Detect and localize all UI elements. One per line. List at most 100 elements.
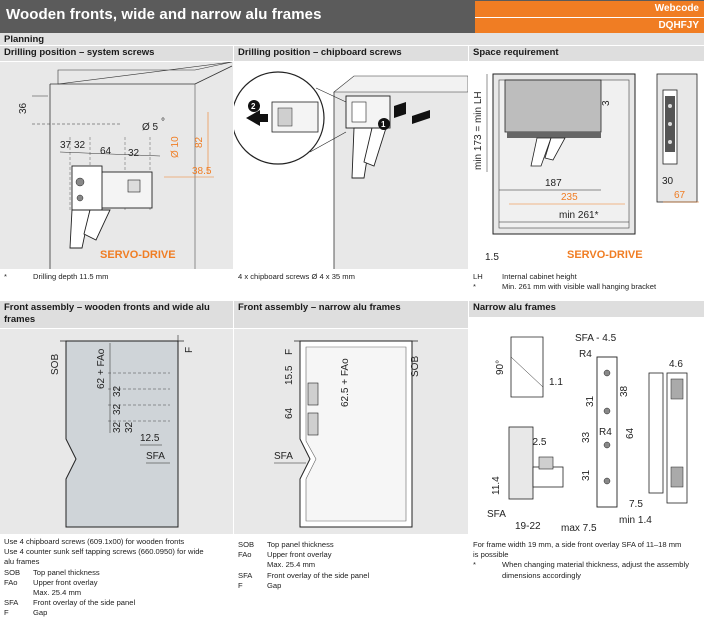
dim-f: F: [184, 347, 195, 353]
panel6-notes: For frame width 19 mm, a side front over…: [473, 540, 703, 581]
dim-deg: °: [161, 117, 165, 128]
dim-19-22: 19-22: [515, 521, 541, 532]
note-text: Front overlay of the side panel: [267, 570, 370, 580]
panel2-notes: 4 x chipboard screws Ø 4 x 35 mm: [238, 272, 466, 282]
panel2-diagram: 2 1: [231, 62, 469, 269]
dim-sfa: SFA: [487, 509, 506, 520]
note-text: Upper front overlay: [267, 550, 332, 560]
detail-magnifier: 2: [231, 71, 325, 165]
note-text: dimensions accordingly: [502, 570, 581, 580]
dim-31b: 31: [581, 469, 592, 481]
webcode-label: Webcode: [475, 1, 704, 17]
dim-31a: 31: [585, 395, 596, 407]
dim-max-7-5: max 7.5: [561, 523, 597, 534]
servo-drive-label: SERVO-DRIVE: [567, 249, 643, 261]
note-key: [238, 560, 267, 570]
note-text: Use 4 counter sunk self tapping screws (…: [4, 547, 204, 557]
dim-37: 37: [60, 140, 72, 151]
note-text: alu frames: [4, 557, 40, 567]
note-text: 4 x chipboard screws Ø 4 x 35 mm: [238, 272, 355, 281]
note-key: F: [238, 580, 243, 590]
note-text: For frame width 19 mm, a side front over…: [473, 540, 682, 549]
section-planning: Planning: [0, 33, 704, 46]
front-assembly-wooden-drawing: SOB F 62 + FAo 32 32 32 32 12.5 SFA: [50, 335, 195, 528]
dim-15-5: 15.5: [284, 365, 295, 385]
dim-sob: SOB: [410, 356, 421, 377]
mounting-clips: [307, 382, 319, 436]
dim-7-5: 7.5: [629, 499, 643, 510]
dim-82: 82: [194, 136, 205, 148]
page-title: Wooden fronts, wide and narrow alu frame…: [6, 6, 322, 23]
dim-min-1-4: min 1.4: [619, 515, 652, 526]
panel3-diagram: min 173 = min LH 3 187 235 min 261* 1.5 …: [469, 62, 704, 269]
dim-64: 64: [625, 427, 636, 439]
note-key-lh: LH: [473, 272, 483, 281]
side-hinge-view: [648, 372, 688, 504]
dim-4-6: 4.6: [669, 359, 683, 370]
panel1-diagram: 36 37 32 64 32 Ø 5 ° Ø 10 82 38.5 SERVO-…: [0, 61, 233, 269]
dim-38: 38: [619, 385, 630, 397]
note-text: Gap: [33, 608, 48, 618]
column-divider: [233, 46, 234, 624]
note-text: Top panel thickness: [267, 540, 334, 549]
note-key: [4, 588, 33, 598]
dim-sfa-4-5: SFA - 4.5: [575, 333, 617, 344]
panel6-diagram: SFA - 4.5 R4 90° 7° 1.1 31 38 4.6 R4 33 …: [469, 317, 704, 534]
dim-phi5: Ø 5: [142, 122, 159, 133]
dim-62-fao: 62 + FAo: [96, 348, 107, 389]
dim-r4b: R4: [599, 427, 612, 438]
dim-lh: min 173 = min LH: [473, 91, 484, 170]
note-text: Top panel thickness: [33, 567, 100, 577]
note-text: Front overlay of the side panel: [33, 598, 136, 608]
dim-12-5: 12.5: [527, 437, 547, 448]
dim-62-5-fao: 62.5 + FAo: [340, 358, 351, 407]
dim-261: min 261*: [559, 210, 599, 221]
note-text: Min. 261 mm with visible wall hanging br…: [502, 282, 657, 292]
note-text: Gap: [267, 580, 282, 590]
dim-235: 235: [561, 192, 578, 203]
front-assembly-narrow-drawing: F 15.5 62.5 + FAo SOB 64 SFA: [274, 340, 421, 528]
frame-section: [508, 426, 564, 500]
dim-sfa: SFA: [274, 451, 293, 462]
header-bar: Wooden fronts, wide and narrow alu frame…: [0, 0, 704, 33]
panel3-title: Space requirement: [469, 46, 704, 61]
dim-67: 67: [674, 190, 686, 201]
note-key: FAo: [4, 577, 18, 587]
note-text: Drilling depth 11.5 mm: [33, 272, 109, 281]
narrow-alu-frames-drawing: SFA - 4.5 R4 90° 7° 1.1 31 38 4.6 R4 33 …: [487, 333, 688, 534]
note-text: Upper front overlay: [33, 577, 98, 587]
note-key: FAo: [238, 550, 252, 560]
note-key: SFA: [238, 570, 253, 580]
space-requirement-drawing: min 173 = min LH 3 187 235 min 261* 1.5 …: [473, 73, 699, 263]
dim-38-5: 38.5: [192, 166, 212, 177]
dim-f: F: [284, 349, 295, 355]
panel5-diagram: F 15.5 62.5 + FAo SOB 64 SFA: [234, 329, 468, 534]
dim-r4a: R4: [579, 349, 592, 360]
dim-187: 187: [545, 178, 562, 189]
side-view: [656, 73, 698, 203]
column-divider: [468, 46, 469, 624]
dim-32b: 32: [112, 403, 123, 415]
frame-profile: [596, 356, 618, 508]
dim-32c: 32: [112, 421, 123, 433]
dim-sob: SOB: [50, 354, 61, 375]
webcode-value[interactable]: DQHFJY: [475, 17, 704, 33]
dim-1-1: 1.1: [549, 377, 563, 388]
note-text: Use 4 chipboard screws (609.1x00) for wo…: [4, 537, 185, 546]
note-key: SOB: [4, 567, 21, 577]
dim-32a: 32: [74, 140, 86, 151]
drilling-system-screws-drawing: 36 37 32 64 32 Ø 5 ° Ø 10 82 38.5 SERVO-…: [18, 61, 233, 269]
dim-32a: 32: [112, 385, 123, 397]
dim-36: 36: [18, 102, 29, 114]
dim-30: 30: [662, 176, 674, 187]
dim-3: 3: [601, 100, 612, 106]
servo-drive-unit: [69, 165, 153, 249]
dim-64: 64: [100, 146, 112, 157]
panel1-title: Drilling position – system screws: [0, 46, 233, 61]
note-text: Max. 25.4 mm: [267, 560, 316, 570]
dim-64: 64: [284, 407, 295, 419]
note-key-star: *: [473, 282, 476, 292]
note-key: F: [4, 608, 9, 618]
